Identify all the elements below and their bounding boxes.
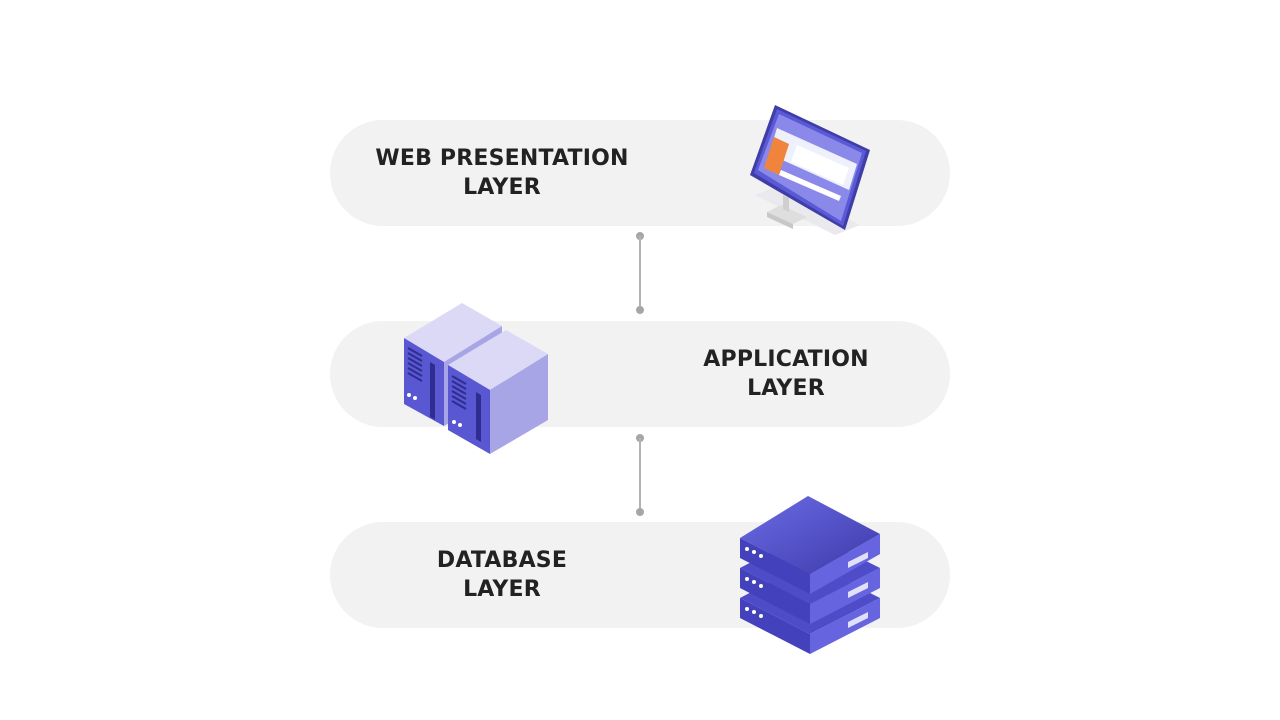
application-layer-line2: LAYER bbox=[747, 376, 825, 401]
application-layer-label: APPLICATION LAYER bbox=[656, 345, 916, 403]
connector-line bbox=[639, 236, 641, 310]
monitor-icon bbox=[750, 105, 870, 235]
server-towers-icon bbox=[404, 303, 548, 454]
database-layer-line2: LAYER bbox=[463, 577, 541, 602]
connector-line bbox=[639, 438, 641, 512]
database-layer-label: DATABASE LAYER bbox=[372, 546, 632, 604]
database-stack-icon bbox=[740, 496, 880, 654]
database-layer-line1: DATABASE bbox=[436, 548, 568, 573]
application-layer-line1: APPLICATION bbox=[703, 347, 869, 372]
connector-bottom-dot bbox=[636, 306, 644, 314]
web-presentation-layer-line2: LAYER bbox=[463, 175, 541, 200]
web-presentation-layer-line1: WEB PRESENTATION bbox=[375, 146, 629, 171]
connector-bottom-dot bbox=[636, 508, 644, 516]
web-presentation-layer-label: WEB PRESENTATION LAYER bbox=[372, 144, 632, 202]
